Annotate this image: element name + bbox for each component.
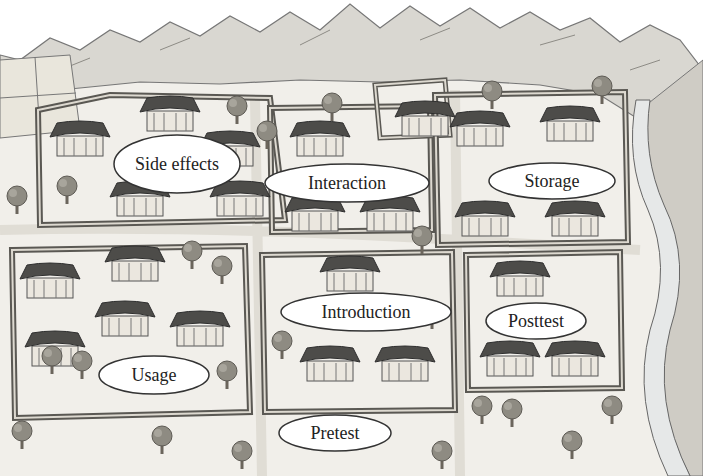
label-ellipse: Pretest [278, 414, 392, 452]
road [0, 90, 640, 476]
tree [212, 256, 232, 284]
tree [42, 346, 62, 374]
wall [12, 246, 250, 418]
label-ellipse: Introduction [280, 292, 452, 332]
house [455, 201, 515, 236]
tree [432, 441, 452, 469]
ellipse-shape [114, 135, 240, 193]
mountain-range [0, 4, 703, 300]
tree [217, 361, 237, 389]
house [375, 346, 435, 381]
section-label: Usage [124, 365, 185, 385]
wall [466, 252, 622, 390]
house [300, 346, 360, 381]
tree [182, 241, 202, 269]
tree [72, 351, 92, 379]
section-label: Interaction [300, 173, 394, 193]
house [395, 101, 455, 136]
section-label: Introduction [314, 302, 419, 322]
tree [502, 399, 522, 427]
ellipse-shape [489, 163, 615, 199]
house [140, 96, 200, 131]
label-ellipse: Usage [98, 355, 210, 395]
tree [472, 396, 492, 424]
wall-top [466, 252, 622, 390]
tree [152, 426, 172, 454]
house [50, 121, 110, 156]
wall [38, 95, 285, 225]
label-ellipse: Posttest [485, 302, 587, 340]
tree [322, 93, 342, 121]
wall [262, 252, 455, 412]
section-label: Posttest [500, 311, 572, 331]
tree [7, 186, 27, 214]
wall-top [262, 252, 455, 412]
tree [482, 81, 502, 109]
house [480, 341, 540, 376]
tree [272, 331, 292, 359]
ellipse-shape [265, 164, 429, 202]
wall [435, 92, 628, 245]
section-label: Storage [517, 171, 588, 191]
house [320, 256, 380, 291]
ellipse-shape [281, 293, 451, 331]
house [95, 301, 155, 336]
tree [412, 226, 432, 254]
river [632, 100, 690, 476]
ellipse-shape [486, 303, 586, 339]
tree [227, 96, 247, 124]
house [545, 341, 605, 376]
compound-walls [12, 80, 628, 418]
house [170, 311, 230, 346]
wall-top [435, 92, 628, 245]
wall-top [38, 95, 285, 225]
tree [562, 431, 582, 459]
label-ellipse: Storage [488, 162, 616, 200]
house [490, 261, 550, 296]
tree [592, 76, 612, 104]
ellipse-shape [99, 356, 209, 394]
label-ellipse: Interaction [264, 163, 430, 203]
tree [602, 396, 622, 424]
house [105, 246, 165, 281]
label-ellipse: Side effects [113, 134, 241, 194]
house [290, 121, 350, 156]
tree [12, 421, 32, 449]
tree [57, 176, 77, 204]
trees [7, 76, 622, 469]
house [20, 263, 80, 298]
section-label: Pretest [303, 423, 368, 443]
house [545, 201, 605, 236]
ellipse-shape [279, 415, 391, 451]
tree [257, 121, 277, 149]
wall-top [12, 246, 250, 418]
house [540, 106, 600, 141]
mountain-ridges [60, 28, 690, 210]
section-label: Side effects [127, 154, 227, 174]
house [450, 111, 510, 146]
tree [232, 441, 252, 469]
houses [20, 96, 605, 381]
